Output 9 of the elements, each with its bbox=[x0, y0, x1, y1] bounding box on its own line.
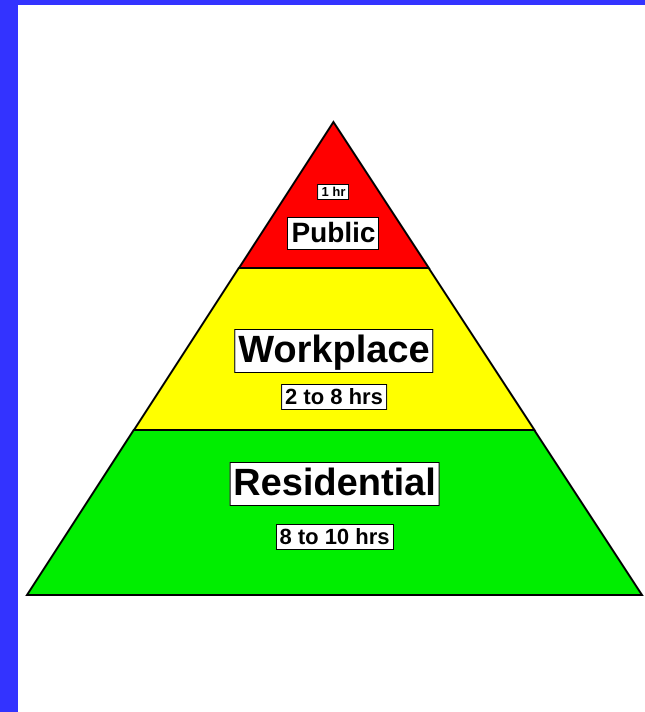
pyramid-tier bbox=[134, 268, 534, 430]
tier-label: Public bbox=[287, 217, 380, 250]
pyramid-tier bbox=[238, 122, 428, 268]
tier-label: Residential bbox=[229, 462, 440, 506]
tier-label: Workplace bbox=[234, 329, 434, 373]
duration-label: 1 hr bbox=[318, 184, 350, 200]
duration-label: 2 to 8 hrs bbox=[281, 384, 387, 410]
pyramid-tier bbox=[27, 430, 642, 595]
duration-label: 8 to 10 hrs bbox=[275, 524, 394, 550]
